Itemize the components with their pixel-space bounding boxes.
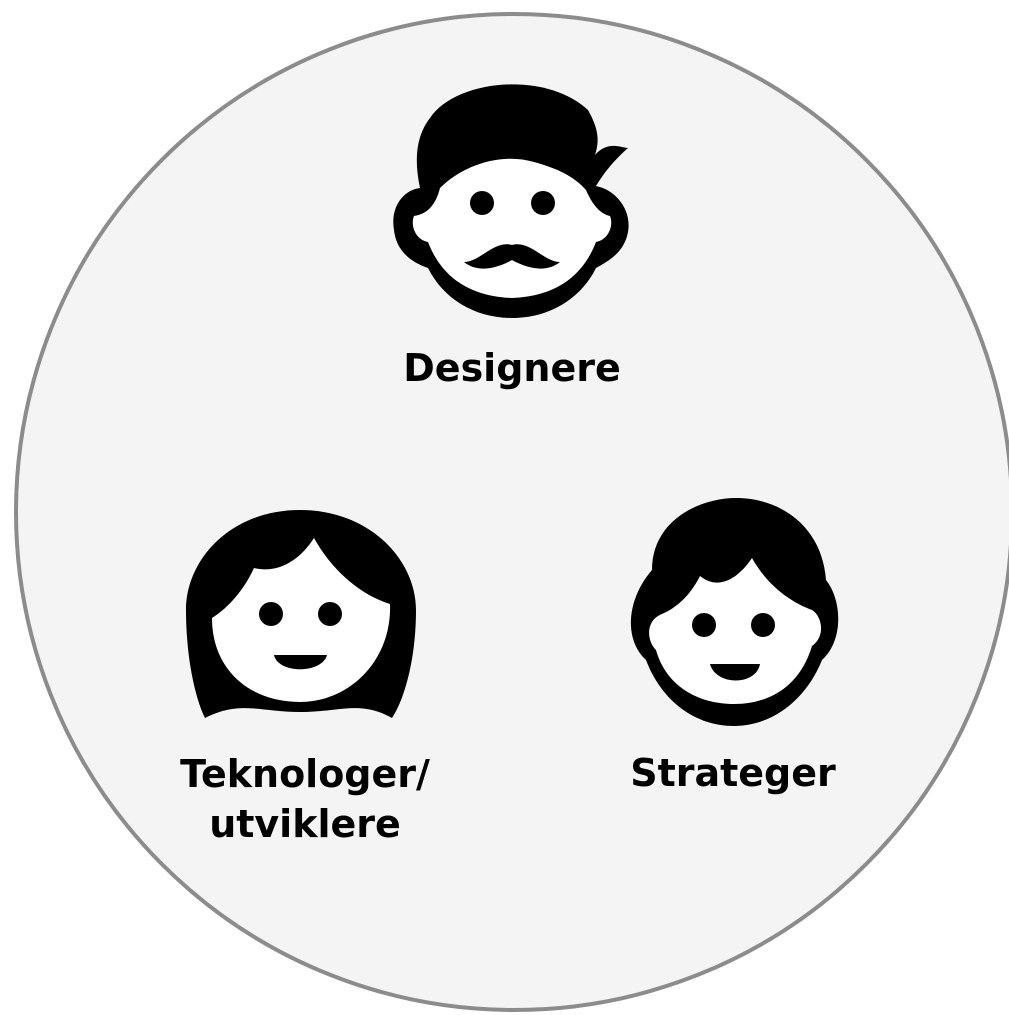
role-label-designers: Designere — [403, 346, 621, 390]
role-label-technologists: Teknologer/ utviklere — [180, 752, 430, 846]
team-circle — [14, 12, 1009, 1012]
child-icon — [630, 498, 839, 726]
role-label-strategists: Strateger — [630, 751, 836, 795]
man-with-mustache-icon — [393, 84, 629, 318]
woman-icon — [186, 510, 416, 718]
